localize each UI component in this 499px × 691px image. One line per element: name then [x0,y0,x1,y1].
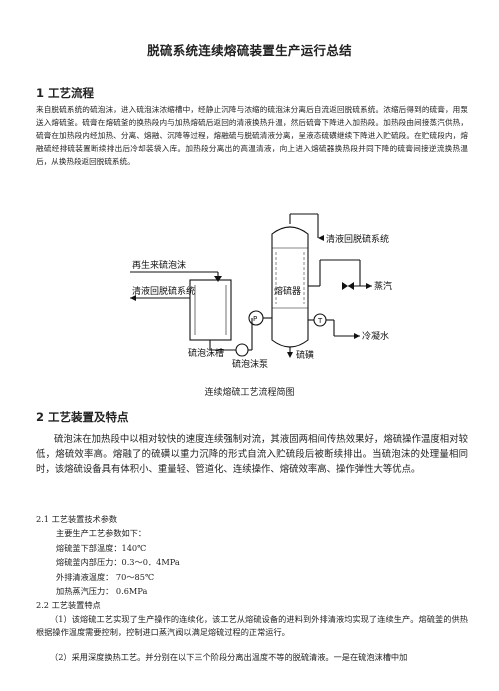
diagram-label-condensate: 冷凝水 [362,330,389,342]
param-line: 熔硫釜下部温度：140℃ [56,543,147,553]
process-flow-diagram: 清液回脱硫系统 再生来硫泡沫 清液回脱硫系统 熔硫器 蒸汽 冷凝水 硫泡沫槽 硫… [130,213,392,370]
params-intro: 主要生产工艺参数如下： [56,528,147,538]
diagram-label-foam-tank: 硫泡沫槽 [188,347,224,359]
subsection-2-2-paragraph-2: （2）采用深度换热工艺。并分别在以下三个阶段分离出温度不等的脱硫清液。一是在硫泡… [50,652,408,662]
subsection-2-2-heading: 2.2 工艺装置特点 [36,600,101,610]
section-2-paragraph: 硫泡沫在加热段中以相对较快的速度连续强制对流，其液固两相间传热效果好，熔硫操作温… [36,434,468,475]
figure-caption: 连续熔硫工艺流程简图 [204,388,295,398]
section-2-heading: 2 工艺装置及特点 [36,410,129,424]
diagram-label-steam: 蒸汽 [374,280,392,292]
subsection-2-1-heading: 2.1 工艺装置技术参数 [36,514,118,524]
diagram-label-regen-foam: 再生来硫泡沫 [132,259,186,271]
foam-pump-symbol [235,343,249,357]
diagram-label-foam-pump: 硫泡沫泵 [232,358,268,370]
param-line: 加热蒸汽压力： 0.6MPa [56,586,148,596]
diagram-label-gauge-t: T [317,317,323,325]
diagram-label-sulfur: 硫磺 [296,349,314,361]
diagram-label-pump-p: P [253,315,257,323]
param-line: 外排清液温度： 70～85℃ [56,572,155,582]
document-title: 脱硫系统连续熔硫装置生产运行总结 [147,43,352,58]
foam-tank-shape [189,279,232,341]
section-1-paragraph: 来自脱硫系统的硫泡沫，进入硫泡沫浓缩槽中，经静止沉降与浓缩的硫泡沫分离后自流返回… [36,105,468,166]
melter-vessel-shape [271,226,309,348]
section-1-heading: 1 工艺流程 [36,86,95,100]
param-line: 熔硫釜内部压力：0.3～0．4MPa [56,557,180,567]
diagram-label-melter: 熔硫器 [274,285,301,297]
diagram-label-clear-return-top: 清液回脱硫系统 [326,233,389,245]
subsection-2-2-paragraph-1: （1）该熔硫工艺实现了生产操作的连续化，该工艺从熔硫设备的进料到外排清液均实现了… [36,614,468,637]
diagram-label-clear-return-left: 清液回脱硫系统 [132,285,195,297]
